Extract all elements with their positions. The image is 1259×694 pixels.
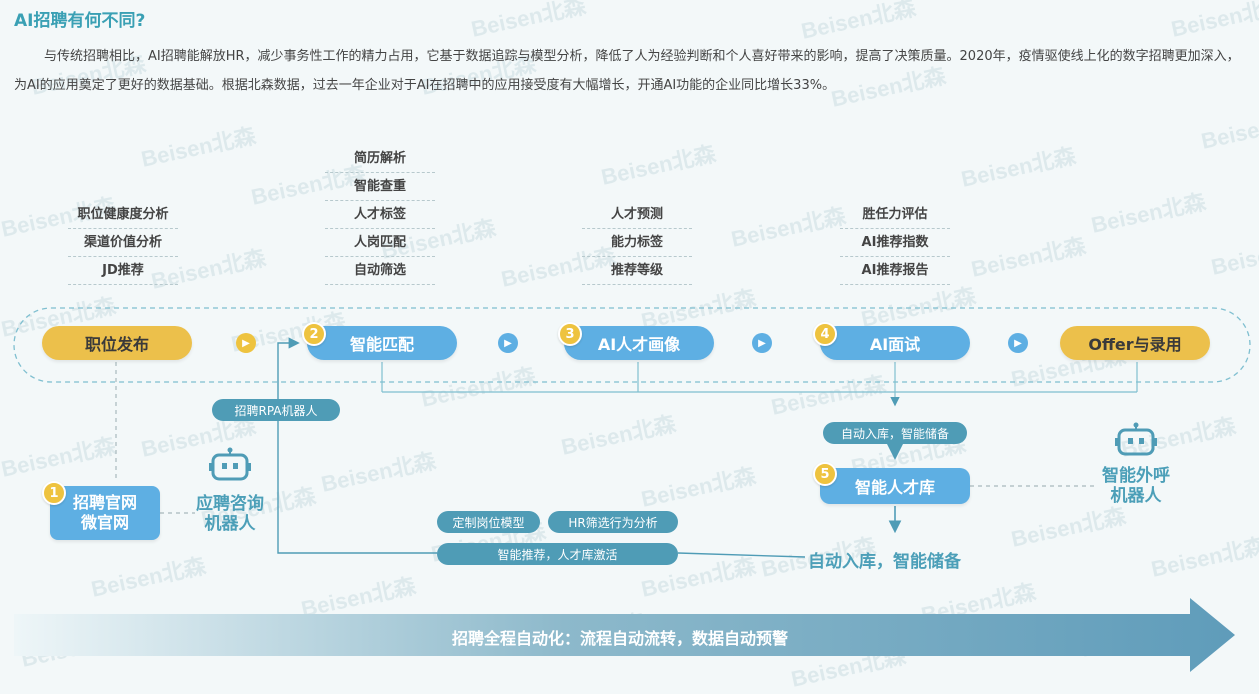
outbound-robot-label: 智能外呼 机器人 (1090, 466, 1182, 506)
function-label: AI推荐指数 (840, 236, 950, 257)
official-site-line2: 微官网 (80, 513, 129, 532)
function-label: 人岗匹配 (325, 236, 435, 257)
function-label: 自动筛选 (325, 264, 435, 285)
outbound-robot-line1: 智能外呼 (1102, 466, 1170, 486)
consult-robot-line2: 机器人 (204, 514, 256, 534)
connector-lines (13, 307, 1251, 672)
hr-filter-tag: HR筛选行为分析 (548, 511, 678, 533)
stage-number-4: 4 (813, 322, 837, 346)
robot-icon-outbound (1115, 422, 1157, 456)
auto-store-tag: 自动入库，智能储备 (823, 422, 967, 444)
play-icon: ▶ (498, 333, 518, 353)
stage-smart-matching: 智能匹配 (307, 326, 457, 360)
banner-text: 招聘全程自动化：流程自动流转，数据自动预警 (451, 629, 788, 648)
function-label: 智能查重 (325, 180, 435, 201)
function-label: AI推荐报告 (840, 264, 950, 285)
stage-number-2: 2 (302, 322, 326, 346)
official-site-line1: 招聘官网 (72, 493, 137, 512)
stage-number-5: 5 (813, 462, 837, 486)
stage-job-posting: 职位发布 (42, 326, 192, 360)
function-label: 简历解析 (325, 152, 435, 173)
official-site-box: 招聘官网 微官网 (50, 486, 160, 540)
banner-arrow (14, 598, 1235, 672)
auto-store-label: 自动入库，智能储备 (808, 552, 961, 572)
function-label: 胜任力评估 (840, 208, 950, 229)
robot-icon-consult (209, 447, 251, 481)
function-label: 职位健康度分析 (68, 208, 178, 229)
function-label: 能力标签 (582, 236, 692, 257)
page-title: AI招聘有何不同? (14, 11, 146, 31)
function-label: 人才标签 (325, 208, 435, 229)
custom-model-tag: 定制岗位模型 (437, 511, 540, 533)
recommend-tag: 智能推荐，人才库激活 (437, 543, 678, 565)
outbound-robot-line2: 机器人 (1110, 486, 1162, 506)
play-icon: ▶ (752, 333, 772, 353)
stage-ai-interview: AI面试 (820, 326, 970, 360)
stage-number-1: 1 (42, 481, 66, 505)
function-label: 人才预测 (582, 208, 692, 229)
function-label: JD推荐 (68, 264, 178, 285)
stage-number-3: 3 (558, 322, 582, 346)
process-frame (13, 307, 1251, 383)
consult-robot-label: 应聘咨询 机器人 (188, 494, 272, 534)
consult-robot-line1: 应聘咨询 (196, 494, 264, 514)
function-label: 渠道价值分析 (68, 236, 178, 257)
rpa-robot-tag: 招聘RPA机器人 (212, 399, 340, 421)
play-icon: ▶ (1008, 333, 1028, 353)
talent-pool-box: 智能人才库 (820, 468, 970, 504)
stage-offer-hiring: Offer与录用 (1060, 326, 1210, 360)
play-icon: ▶ (236, 333, 256, 353)
function-label: 推荐等级 (582, 264, 692, 285)
intro-paragraph: 与传统招聘相比，AI招聘能解放HR，减少事务性工作的精力占用，它基于数据追踪与模… (14, 49, 1240, 93)
stage-ai-talent-profile: AI人才画像 (564, 326, 714, 360)
